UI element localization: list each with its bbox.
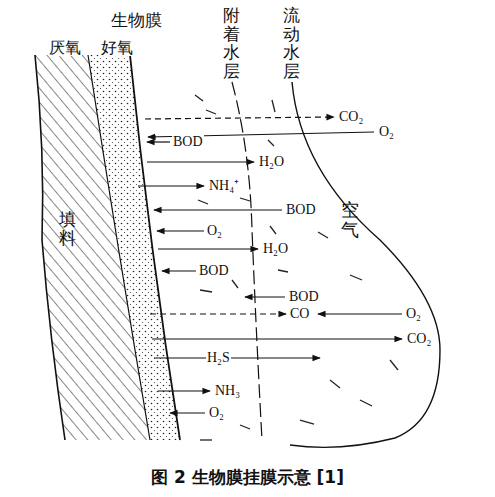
substance-label: CO — [289, 307, 310, 321]
layer-name: 厌氧 — [48, 40, 82, 56]
layer-name: 好氧 — [100, 40, 134, 56]
layer-heading: 生物膜 — [110, 12, 163, 29]
medium-name: 空气 — [340, 200, 360, 240]
substance-label: H₂O — [258, 155, 285, 169]
substance-label: NH₄⁺ — [208, 179, 240, 193]
substance-label: BOD — [198, 264, 230, 278]
substance-label: BOD — [172, 135, 204, 149]
substance-label: H₂S — [206, 351, 231, 365]
substance-label: O₂ — [378, 125, 395, 139]
substance-label: BOD — [288, 290, 320, 304]
substance-label: O₂ — [405, 307, 422, 321]
substance-label: H₂O — [262, 242, 289, 256]
substance-label: BOD — [285, 203, 317, 217]
layer-name: 附着水层 — [222, 6, 241, 81]
substance-label: NH₃ — [214, 384, 241, 398]
substance-label: O₂ — [208, 406, 225, 420]
substance-label: CO₂ — [406, 332, 432, 346]
figure-caption: 图 2 生物膜挂膜示意 [1] — [0, 466, 495, 489]
substance-label: O₂ — [206, 224, 223, 238]
layer-name: 流动水层 — [282, 6, 301, 81]
part-name: 填料 — [58, 210, 77, 247]
substance-label: CO₂ — [338, 110, 364, 124]
